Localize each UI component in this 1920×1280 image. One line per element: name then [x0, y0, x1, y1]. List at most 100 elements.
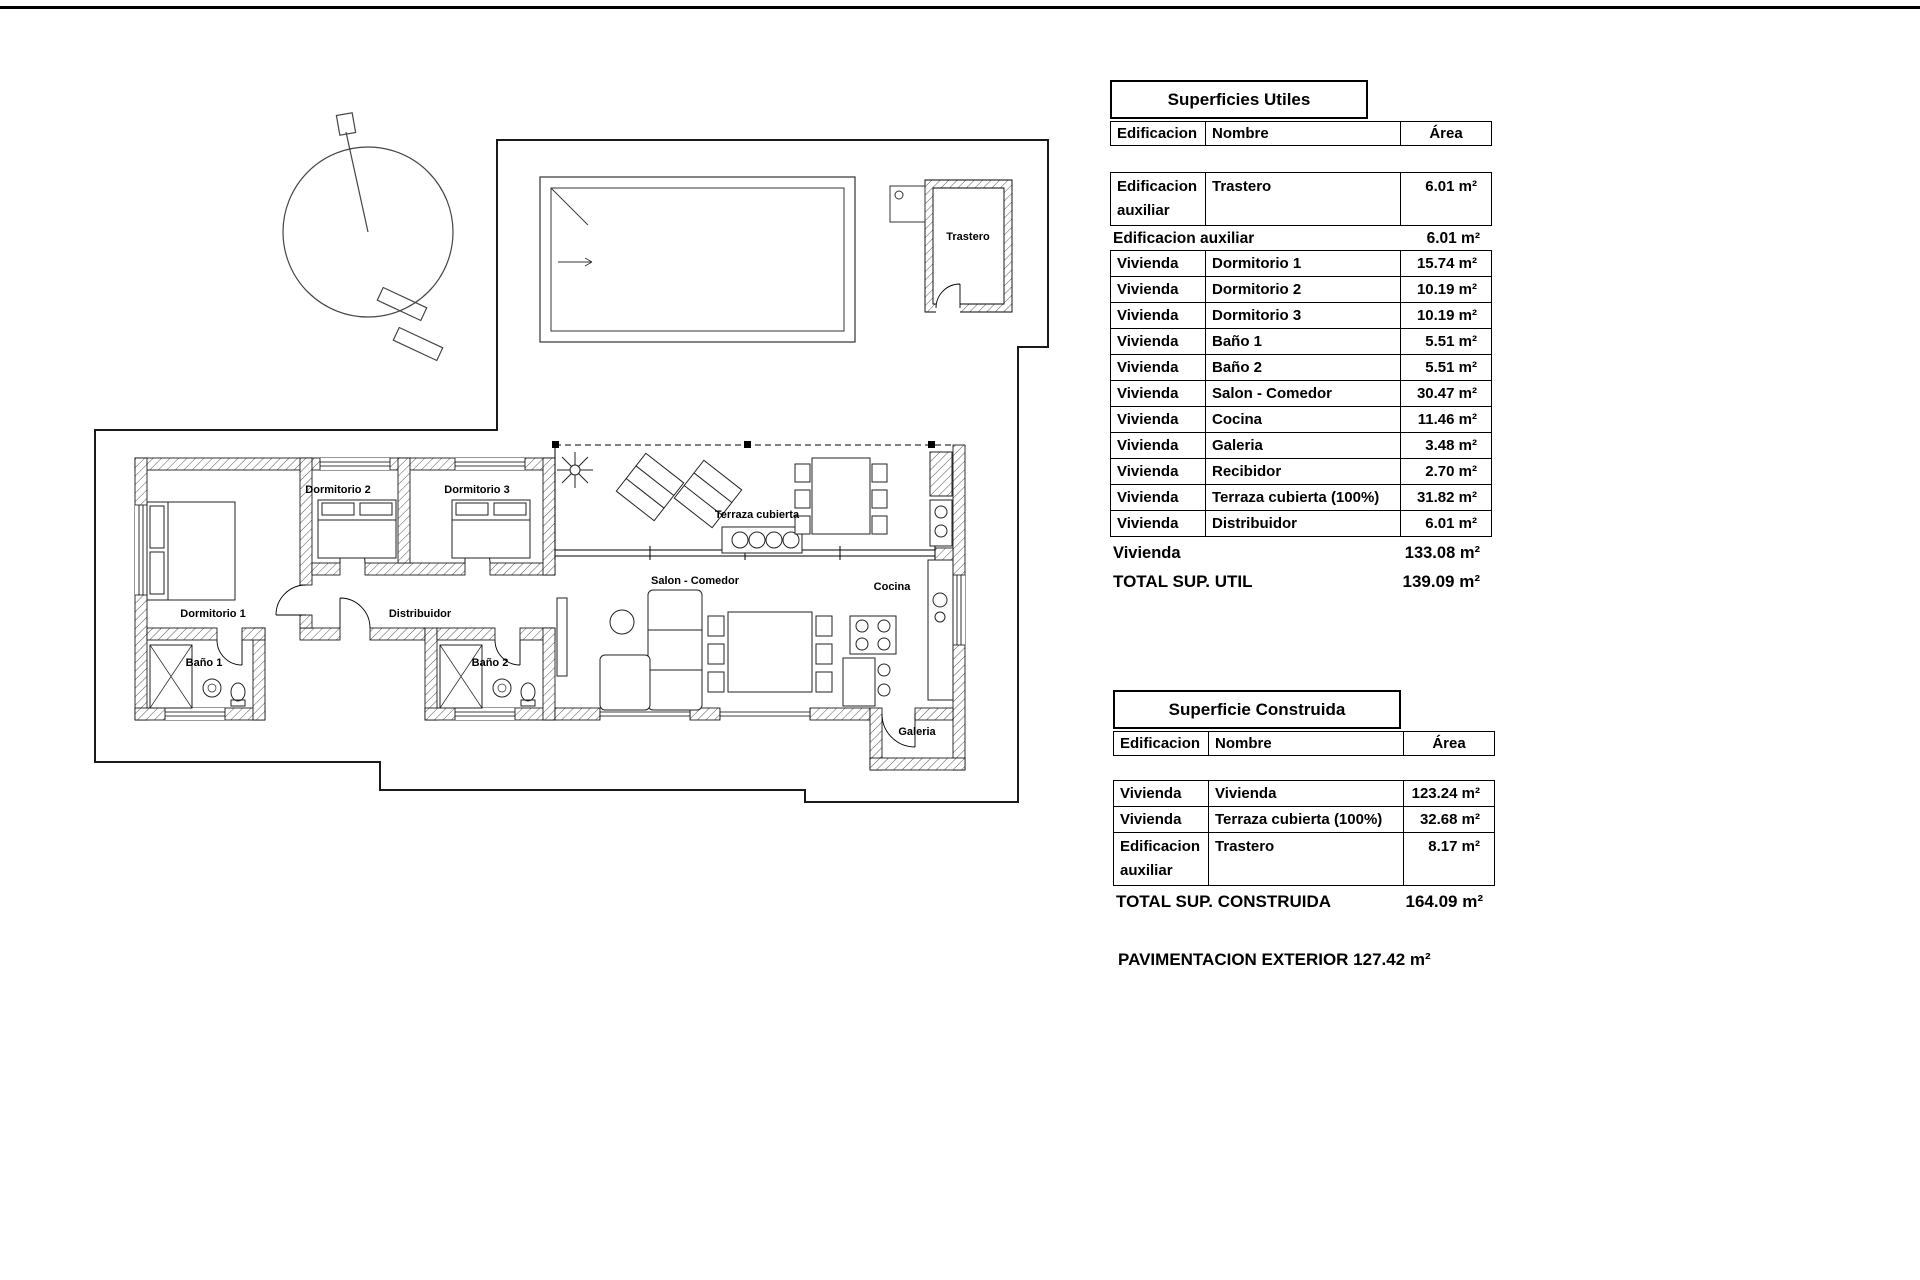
total-sup-util: TOTAL SUP. UTIL 139.09 m² — [1110, 566, 1494, 592]
sheet-top-border — [0, 6, 1920, 9]
terrace-outdoor-kitchen — [929, 451, 953, 547]
room-label-dormitorio2: Dormitorio 2 — [305, 484, 370, 496]
header-edificacion: Edificacion — [1110, 121, 1206, 146]
table-row: Vivienda Dormitorio 1 15.74 m² — [1110, 250, 1494, 277]
table-header-row: Edificacion Nombre Área — [1110, 121, 1494, 146]
cell-edificacion: Vivienda — [1110, 510, 1206, 537]
cell-edificacion: Edificacion auxiliar — [1110, 172, 1206, 226]
terrace-coffee-table — [721, 526, 803, 554]
cell-edificacion: Edificacion auxiliar — [1113, 832, 1209, 886]
cell-nombre: Dormitorio 3 — [1205, 302, 1401, 329]
terrace-edge — [552, 441, 953, 548]
cell-area: 2.70 m² — [1400, 458, 1492, 485]
cell-edificacion: Vivienda — [1110, 458, 1206, 485]
cell-nombre: Terraza cubierta (100%) — [1208, 806, 1404, 833]
table-row: Vivienda Dormitorio 3 10.19 m² — [1110, 302, 1494, 329]
total-value: 139.09 m² — [1402, 572, 1481, 591]
sofa — [556, 589, 703, 711]
cell-edificacion: Vivienda — [1110, 406, 1206, 433]
cell-nombre: Trastero — [1208, 832, 1404, 886]
subtotal-label: Vivienda — [1113, 544, 1181, 562]
cell-area: 6.01 m² — [1400, 172, 1492, 226]
cell-edificacion: Vivienda — [1113, 806, 1209, 833]
table-row: Edificacion auxiliar Trastero 8.17 m² — [1113, 832, 1497, 886]
table-superficie-construida: Superficie Construida Edificacion Nombre… — [1113, 690, 1497, 912]
room-label-salon: Salon - Comedor — [651, 575, 740, 587]
table-row: Vivienda Salon - Comedor 30.47 m² — [1110, 380, 1494, 407]
parcel-boundary — [94, 139, 1049, 803]
cell-edificacion: Vivienda — [1110, 276, 1206, 303]
table-row: Edificacion auxiliar Trastero 6.01 m² — [1110, 172, 1494, 226]
cell-edificacion: Vivienda — [1110, 484, 1206, 511]
cell-area: 31.82 m² — [1400, 484, 1492, 511]
cell-edificacion: Vivienda — [1110, 328, 1206, 355]
bath1-fixtures — [149, 644, 246, 709]
cell-area: 5.51 m² — [1400, 328, 1492, 355]
cell-edificacion: Vivienda — [1110, 250, 1206, 277]
room-label-dormitorio3: Dormitorio 3 — [444, 484, 509, 496]
subtotal-value: 133.08 m² — [1404, 544, 1480, 562]
cell-nombre: Recibidor — [1205, 458, 1401, 485]
total-label: TOTAL SUP. UTIL — [1113, 572, 1253, 591]
windows — [135, 458, 965, 720]
total-value: 164.09 m² — [1405, 892, 1484, 911]
tree-circle — [282, 112, 454, 362]
total-sup-construida: TOTAL SUP. CONSTRUIDA 164.09 m² — [1113, 886, 1497, 912]
cell-area: 123.24 m² — [1403, 780, 1495, 807]
table-row: Vivienda Terraza cubierta (100%) 31.82 m… — [1110, 484, 1494, 511]
terrace-armchairs — [615, 452, 743, 529]
cell-nombre: Galeria — [1205, 432, 1401, 459]
table-row: Vivienda Vivienda 123.24 m² — [1113, 780, 1497, 807]
room-label-distribuidor: Distribuidor — [389, 608, 452, 620]
cell-edificacion: Vivienda — [1110, 380, 1206, 407]
cell-area: 15.74 m² — [1400, 250, 1492, 277]
room-label-dormitorio1: Dormitorio 1 — [180, 608, 245, 620]
cell-area: 8.17 m² — [1403, 832, 1495, 886]
room-label-trastero: Trastero — [946, 231, 990, 243]
cell-nombre: Salon - Comedor — [1205, 380, 1401, 407]
table-title: Superficies Utiles — [1110, 80, 1368, 119]
cell-nombre: Cocina — [1205, 406, 1401, 433]
cell-area: 6.01 m² — [1400, 510, 1492, 537]
room-label-bano1: Baño 1 — [186, 657, 223, 669]
table-row: Vivienda Baño 1 5.51 m² — [1110, 328, 1494, 355]
cell-edificacion: Vivienda — [1110, 432, 1206, 459]
floor-plan: Trastero — [94, 112, 1049, 803]
cell-edificacion: Vivienda — [1110, 302, 1206, 329]
header-edificacion: Edificacion — [1113, 731, 1209, 756]
bed-dorm1 — [146, 501, 236, 601]
cell-area: 10.19 m² — [1400, 302, 1492, 329]
table-row: Vivienda Galeria 3.48 m² — [1110, 432, 1494, 459]
cell-nombre: Trastero — [1205, 172, 1401, 226]
header-area: Área — [1403, 731, 1495, 756]
cell-area: 5.51 m² — [1400, 354, 1492, 381]
room-label-terraza: Terraza cubierta — [715, 509, 800, 521]
room-label-galeria: Galeria — [898, 726, 936, 738]
cell-nombre: Terraza cubierta (100%) — [1205, 484, 1401, 511]
cell-area: 30.47 m² — [1400, 380, 1492, 407]
table-row: Vivienda Terraza cubierta (100%) 32.68 m… — [1113, 806, 1497, 833]
cell-nombre: Vivienda — [1208, 780, 1404, 807]
subtotal-edificacion-auxiliar: Edificacion auxiliar 6.01 m² — [1110, 226, 1494, 251]
room-label-bano2: Baño 2 — [472, 657, 509, 669]
terrace-dining-set — [794, 457, 888, 535]
cell-edificacion: Vivienda — [1113, 780, 1209, 807]
pool — [539, 176, 856, 343]
cell-area: 3.48 m² — [1400, 432, 1492, 459]
pavimentacion-exterior-note: PAVIMENTACION EXTERIOR 127.42 m² — [1118, 950, 1431, 969]
cell-nombre: Distribuidor — [1205, 510, 1401, 537]
total-label: TOTAL SUP. CONSTRUIDA — [1116, 892, 1332, 911]
dining-table — [707, 611, 833, 693]
cell-nombre: Baño 1 — [1205, 328, 1401, 355]
cell-area: 32.68 m² — [1403, 806, 1495, 833]
cell-nombre: Baño 2 — [1205, 354, 1401, 381]
cell-area: 11.46 m² — [1400, 406, 1492, 433]
room-label-cocina: Cocina — [874, 581, 912, 593]
table-row: Vivienda Recibidor 2.70 m² — [1110, 458, 1494, 485]
bed-dorm3 — [451, 499, 531, 559]
cell-area: 10.19 m² — [1400, 276, 1492, 303]
table-header-row: Edificacion Nombre Área — [1113, 731, 1497, 756]
subtotal-label: Edificacion auxiliar — [1113, 230, 1255, 247]
subtotal-vivienda: Vivienda 133.08 m² — [1110, 537, 1494, 566]
header-area: Área — [1400, 121, 1492, 146]
